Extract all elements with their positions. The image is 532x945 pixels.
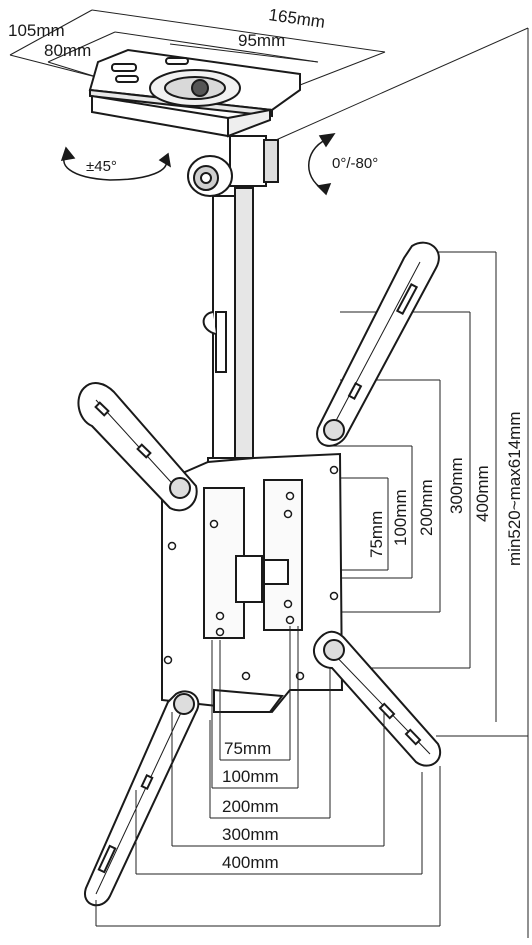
- bottom-dimension-lines: [95, 626, 441, 927]
- vdim-300mm: 300mm: [447, 457, 466, 514]
- vdim-75mm: 75mm: [367, 511, 386, 558]
- telescopic-pole: [202, 187, 255, 475]
- ceiling-plate: [88, 48, 301, 118]
- arm-lower-left: [83, 690, 200, 907]
- hdim-75mm: 75mm: [224, 739, 271, 758]
- vdim-400mm: 400mm: [473, 465, 492, 522]
- vdim-200mm: 200mm: [417, 479, 436, 536]
- arm-lower-right: [313, 630, 441, 767]
- swivel-bracket: [91, 94, 279, 187]
- arm-upper-left: [77, 382, 198, 512]
- dim-80mm: 80mm: [44, 41, 91, 60]
- tilt-knob: [187, 155, 233, 197]
- tilt-arrow: [308, 133, 336, 196]
- dim-105mm: 105mm: [8, 21, 65, 40]
- dim-95mm: 95mm: [238, 31, 285, 50]
- hdim-400mm: 400mm: [222, 853, 279, 872]
- vesa-plate: [161, 452, 344, 714]
- top-dimension-lines: [9, 9, 386, 86]
- height-range-label: min520~max614mm: [505, 412, 524, 567]
- height-dimension-lines: [275, 27, 529, 938]
- tilt-label: 0°/-80°: [332, 155, 378, 172]
- swivel-arrow: [60, 146, 172, 181]
- swivel-label: ±45°: [86, 158, 117, 175]
- arm-upper-right: [316, 241, 440, 447]
- vdim-100mm: 100mm: [391, 489, 410, 546]
- hdim-200mm: 200mm: [222, 797, 279, 816]
- hdim-100mm: 100mm: [222, 767, 279, 786]
- dim-165mm: 165mm: [267, 5, 326, 32]
- hdim-300mm: 300mm: [222, 825, 279, 844]
